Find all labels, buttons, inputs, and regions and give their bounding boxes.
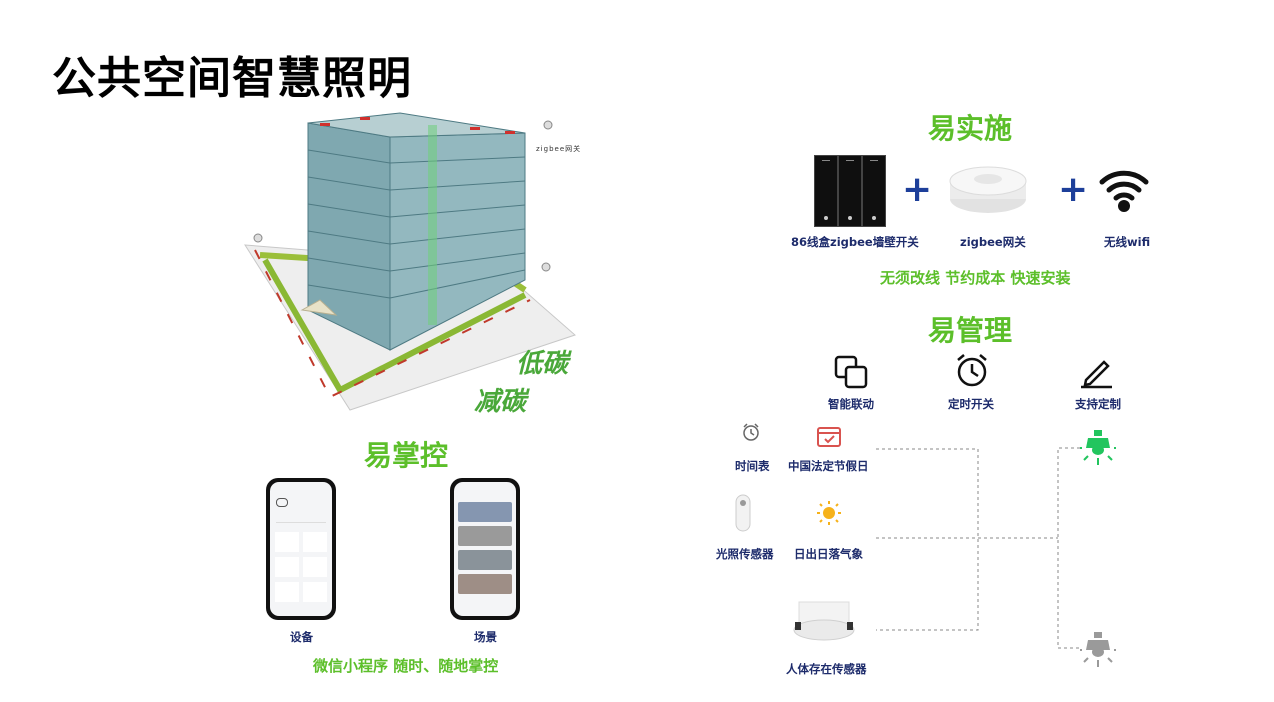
phone-scenes-screen bbox=[454, 482, 516, 616]
slogan-low-carbon: 低碳 bbox=[516, 349, 569, 379]
phone-scenes-label: 场景 bbox=[474, 630, 497, 644]
sun-icon bbox=[816, 500, 842, 530]
timetable-icon bbox=[741, 422, 761, 446]
timetable-label: 时间表 bbox=[735, 459, 770, 473]
wall-switch-label: 86线盒zigbee墙壁开关 bbox=[791, 235, 919, 249]
phone-devices[interactable] bbox=[266, 478, 336, 620]
roof-markers bbox=[320, 117, 515, 134]
easy-control-heading: 易掌控 bbox=[364, 439, 449, 472]
phone-devices-screen bbox=[270, 482, 332, 616]
wifi-icon bbox=[1098, 166, 1150, 218]
hedge-rim-front bbox=[262, 258, 527, 394]
wall-switch-icon bbox=[814, 155, 886, 227]
page-title: 公共空间智慧照明 bbox=[52, 53, 412, 104]
pen-label: 支持定制 bbox=[1075, 397, 1121, 411]
presence-sensor-icon bbox=[793, 598, 855, 646]
presence-sensor-label: 人体存在传感器 bbox=[786, 662, 867, 676]
phone-scenes[interactable] bbox=[450, 478, 520, 620]
wifi-label: 无线wifi bbox=[1104, 235, 1151, 249]
easy-install-heading: 易实施 bbox=[928, 112, 1013, 145]
easy-control-subtitle: 微信小程序 随时、随地掌控 bbox=[313, 657, 499, 675]
stair-column bbox=[428, 125, 437, 325]
slogan-reduce-carbon: 减碳 bbox=[474, 387, 527, 417]
zigbee-gateway-label: zigbee网关 bbox=[960, 235, 1026, 249]
zigbee-gateway-icon bbox=[948, 163, 1028, 219]
pen-icon bbox=[1078, 354, 1114, 394]
light-sensor-label: 光照传感器 bbox=[716, 547, 774, 561]
building-svg bbox=[244, 112, 576, 411]
gateway-label: zigbee网关 bbox=[536, 145, 582, 153]
alarm-clock-icon bbox=[954, 352, 990, 392]
plus-icon-1: + bbox=[902, 169, 933, 210]
sunrise-sunset-label: 日出日落气象 bbox=[794, 547, 863, 561]
lamp-off-icon bbox=[1080, 630, 1116, 674]
linkage-label: 智能联动 bbox=[828, 397, 874, 411]
plus-icon-2: + bbox=[1058, 169, 1089, 210]
calendar-icon bbox=[816, 424, 842, 452]
red-rim bbox=[254, 249, 531, 399]
alarm-clock-label: 定时开关 bbox=[948, 397, 994, 411]
umbrella bbox=[300, 299, 338, 316]
easy-manage-heading: 易管理 bbox=[928, 314, 1013, 347]
easy-install-subtitle: 无须改线 节约成本 快速安装 bbox=[880, 269, 1071, 287]
floor-lines bbox=[307, 149, 526, 299]
light-sensor-icon bbox=[735, 494, 751, 536]
lamp-on-icon bbox=[1080, 428, 1116, 472]
building-illustration bbox=[240, 105, 585, 415]
gateway-devices bbox=[253, 120, 553, 272]
holiday-label: 中国法定节假日 bbox=[788, 459, 869, 473]
linkage-icon bbox=[833, 354, 869, 394]
phone-devices-label: 设备 bbox=[290, 630, 313, 644]
